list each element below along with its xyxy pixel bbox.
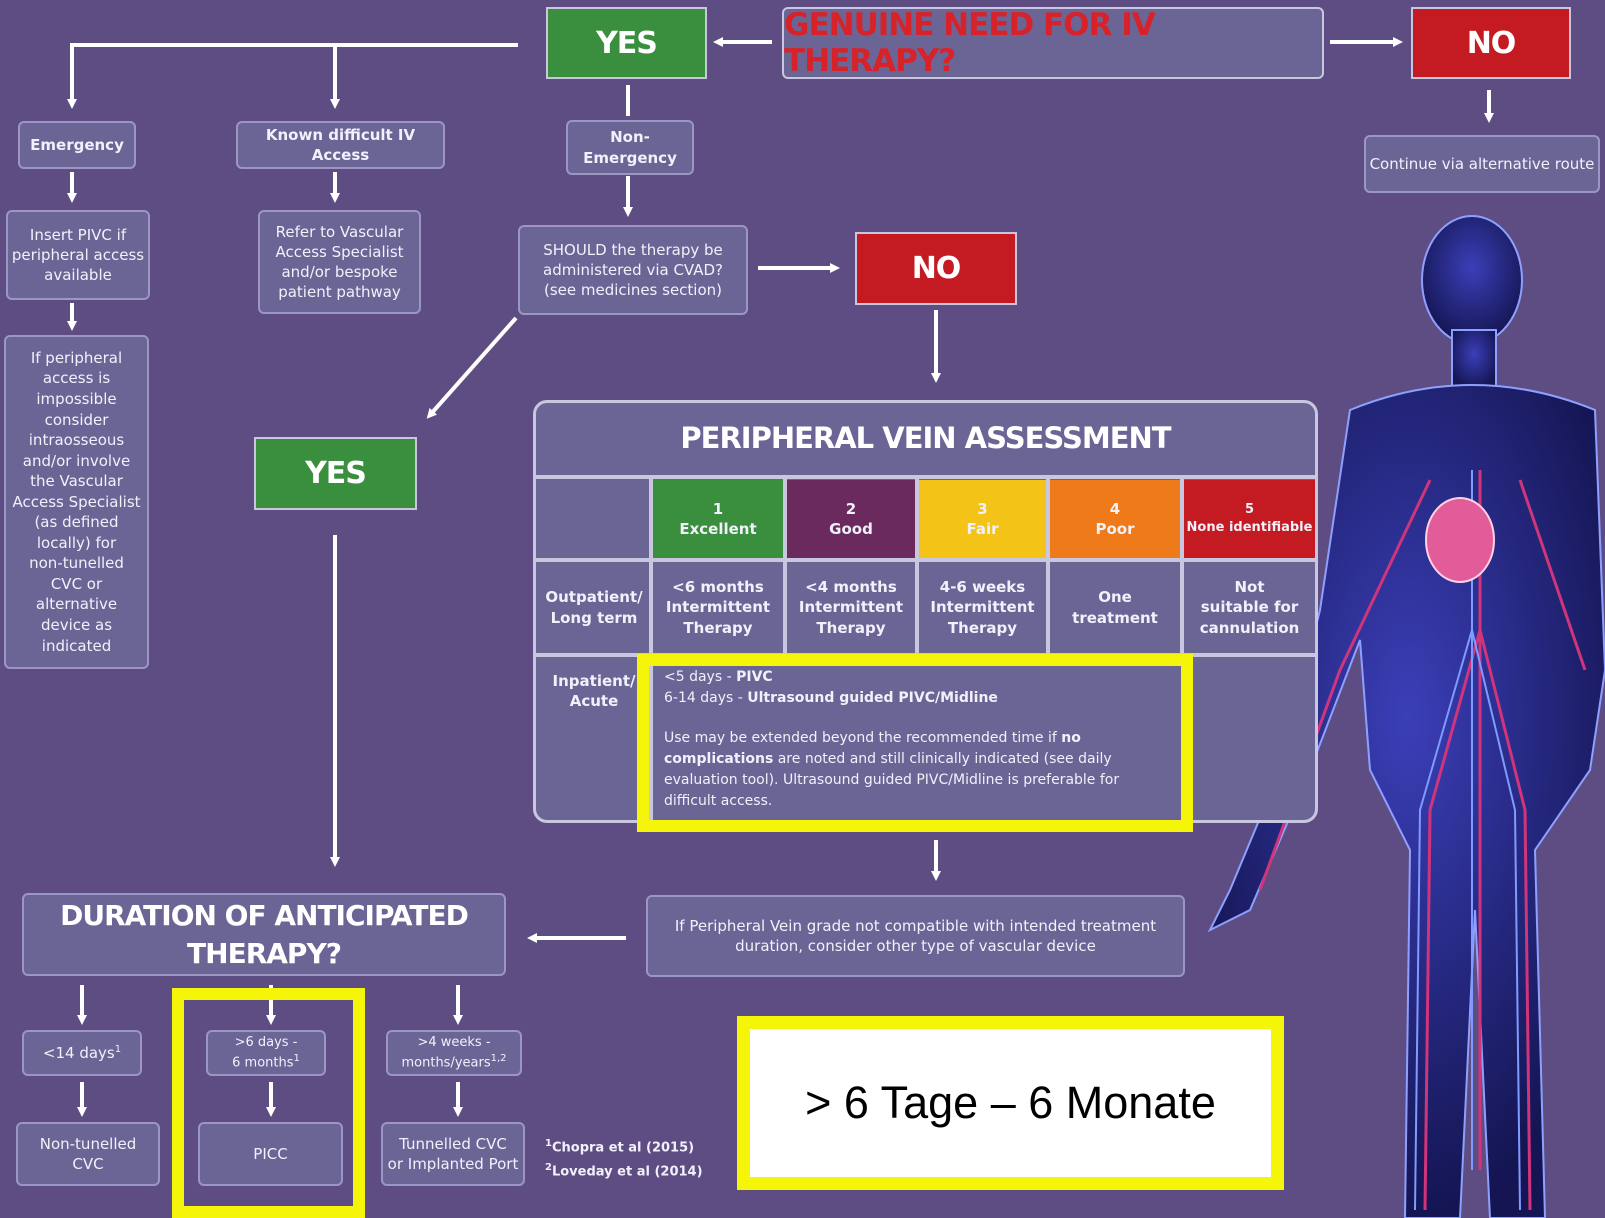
inpatient-details: <5 days - PIVC 6-14 days - Ultrasound gu…	[664, 669, 1120, 809]
outpatient-grade-3: 4-6 weeks Intermittent Therapy	[919, 562, 1046, 653]
yes-button-top: YES	[546, 7, 707, 79]
continue-alternative-route: Continue via alternative route	[1364, 135, 1600, 193]
question-genuine-need: GENUINE NEED FOR IV THERAPY?	[782, 7, 1324, 79]
if-peripheral-impossible-box: If peripheral access is impossible consi…	[4, 335, 149, 669]
duration-option-3: >4 weeks - months/years1,2	[386, 1030, 522, 1076]
picc-highlight-frame	[172, 988, 365, 1218]
not-compatible-box: If Peripheral Vein grade not compatible …	[646, 895, 1185, 977]
outpatient-grade-1: <6 months Intermittent Therapy	[653, 562, 783, 653]
row-outpatient-label: Outpatient/ Long term	[539, 562, 649, 653]
duration-question: DURATION OF ANTICIPATED THERAPY?	[22, 893, 506, 976]
reference-2: 2Loveday et al (2014)	[545, 1162, 703, 1180]
insert-pivc-box: Insert PIVC if peripheral access availab…	[6, 210, 150, 300]
no-button-cvad: NO	[855, 232, 1017, 305]
outpatient-grade-2: <4 months Intermittent Therapy	[787, 562, 915, 653]
outpatient-grade-4: One treatment	[1050, 562, 1180, 653]
human-anatomy-illustration	[1207, 215, 1605, 1218]
inpatient-highlight-frame	[637, 654, 1193, 832]
device-tunnelled-cvc-port: Tunnelled CVC or Implanted Port	[381, 1122, 525, 1186]
non-emergency-box: Non- Emergency	[566, 120, 694, 175]
outpatient-grade-5: Not suitable for cannulation	[1184, 562, 1315, 653]
pva-title: PERIPHERAL VEIN ASSESSMENT	[680, 421, 1171, 455]
yes-button-cvad: YES	[254, 437, 417, 510]
should-cvad-box: SHOULD the therapy be administered via C…	[518, 225, 748, 315]
callout-duration-german: > 6 Tage – 6 Monate	[737, 1016, 1284, 1190]
duration-option-2: >6 days - 6 months1	[206, 1030, 326, 1076]
reference-1: 1Chopra et al (2015)	[545, 1138, 695, 1156]
refer-specialist-box: Refer to Vascular Access Specialist and/…	[258, 210, 421, 314]
row-inpatient-label: Inpatient/ Acute	[539, 657, 649, 727]
device-picc: PICC	[198, 1122, 343, 1186]
difficult-iv-access-box: Known difficult IV Access	[236, 121, 445, 169]
no-button-top: NO	[1411, 7, 1571, 79]
device-non-tunelled-cvc: Non-tunelled CVC	[16, 1122, 160, 1186]
duration-option-1: <14 days1	[22, 1030, 142, 1076]
emergency-box: Emergency	[18, 121, 136, 169]
